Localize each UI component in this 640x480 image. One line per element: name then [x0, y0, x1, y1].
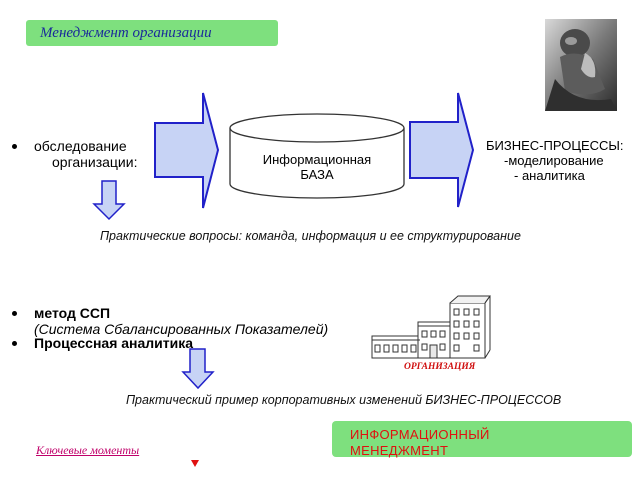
bullet-bsc-title: метод ССП — [34, 305, 111, 321]
bullet-bsc-subtitle: (Система Сбалансированных Показателей) — [34, 321, 329, 337]
bullet-survey: обследование организации: — [12, 138, 152, 170]
bullet-survey-line2: организации: — [52, 154, 138, 170]
bullet-survey-line1: обследование — [34, 138, 127, 154]
down-arrow-1 — [92, 180, 126, 221]
database-cylinder — [229, 113, 405, 199]
red-down-marker — [191, 460, 199, 467]
business-processes-block: БИЗНЕС-ПРОЦЕССЫ: -моделирование - аналит… — [486, 138, 634, 183]
database-label: Информационная БАЗА — [250, 152, 384, 182]
bullet-process-analytics: Процессная аналитика — [12, 335, 252, 351]
big-arrow-left — [154, 92, 220, 209]
info-box-line1: ИНФОРМАЦИОННЫЙ — [350, 427, 490, 442]
thinker-photo — [545, 19, 617, 111]
building-icon — [371, 295, 491, 359]
bp-item-analytics: - аналитика — [514, 168, 585, 183]
info-management-box: ИНФОРМАЦИОННЫЙ МЕНЕДЖМЕНТ — [332, 421, 632, 458]
bullet-process-analytics-title: Процессная аналитика — [34, 335, 194, 351]
key-moments-link[interactable]: Ключевые моменты — [36, 443, 140, 457]
organization-label: ОРГАНИЗАЦИЯ — [404, 362, 476, 372]
bullet-dot — [12, 144, 17, 149]
bp-title: БИЗНЕС-ПРОЦЕССЫ: — [486, 138, 624, 153]
database-label-line2: БАЗА — [300, 167, 334, 182]
database-label-line1: Информационная — [262, 152, 372, 167]
info-box-line2: МЕНЕДЖМЕНТ — [350, 443, 449, 458]
bullet-dot — [12, 341, 17, 346]
bullet-dot — [12, 311, 17, 316]
corporate-changes-note: Практический пример корпоративных измене… — [126, 393, 562, 407]
bullet-bsc: метод ССП (Система Сбалансированных Пока… — [12, 305, 332, 337]
practical-questions-note: Практические вопросы: команда, информаци… — [100, 229, 521, 243]
down-arrow-2 — [181, 348, 215, 390]
page-title: Менеджмент организации — [26, 20, 278, 46]
big-arrow-right — [409, 92, 475, 208]
bp-item-modeling: -моделирование — [504, 153, 604, 168]
